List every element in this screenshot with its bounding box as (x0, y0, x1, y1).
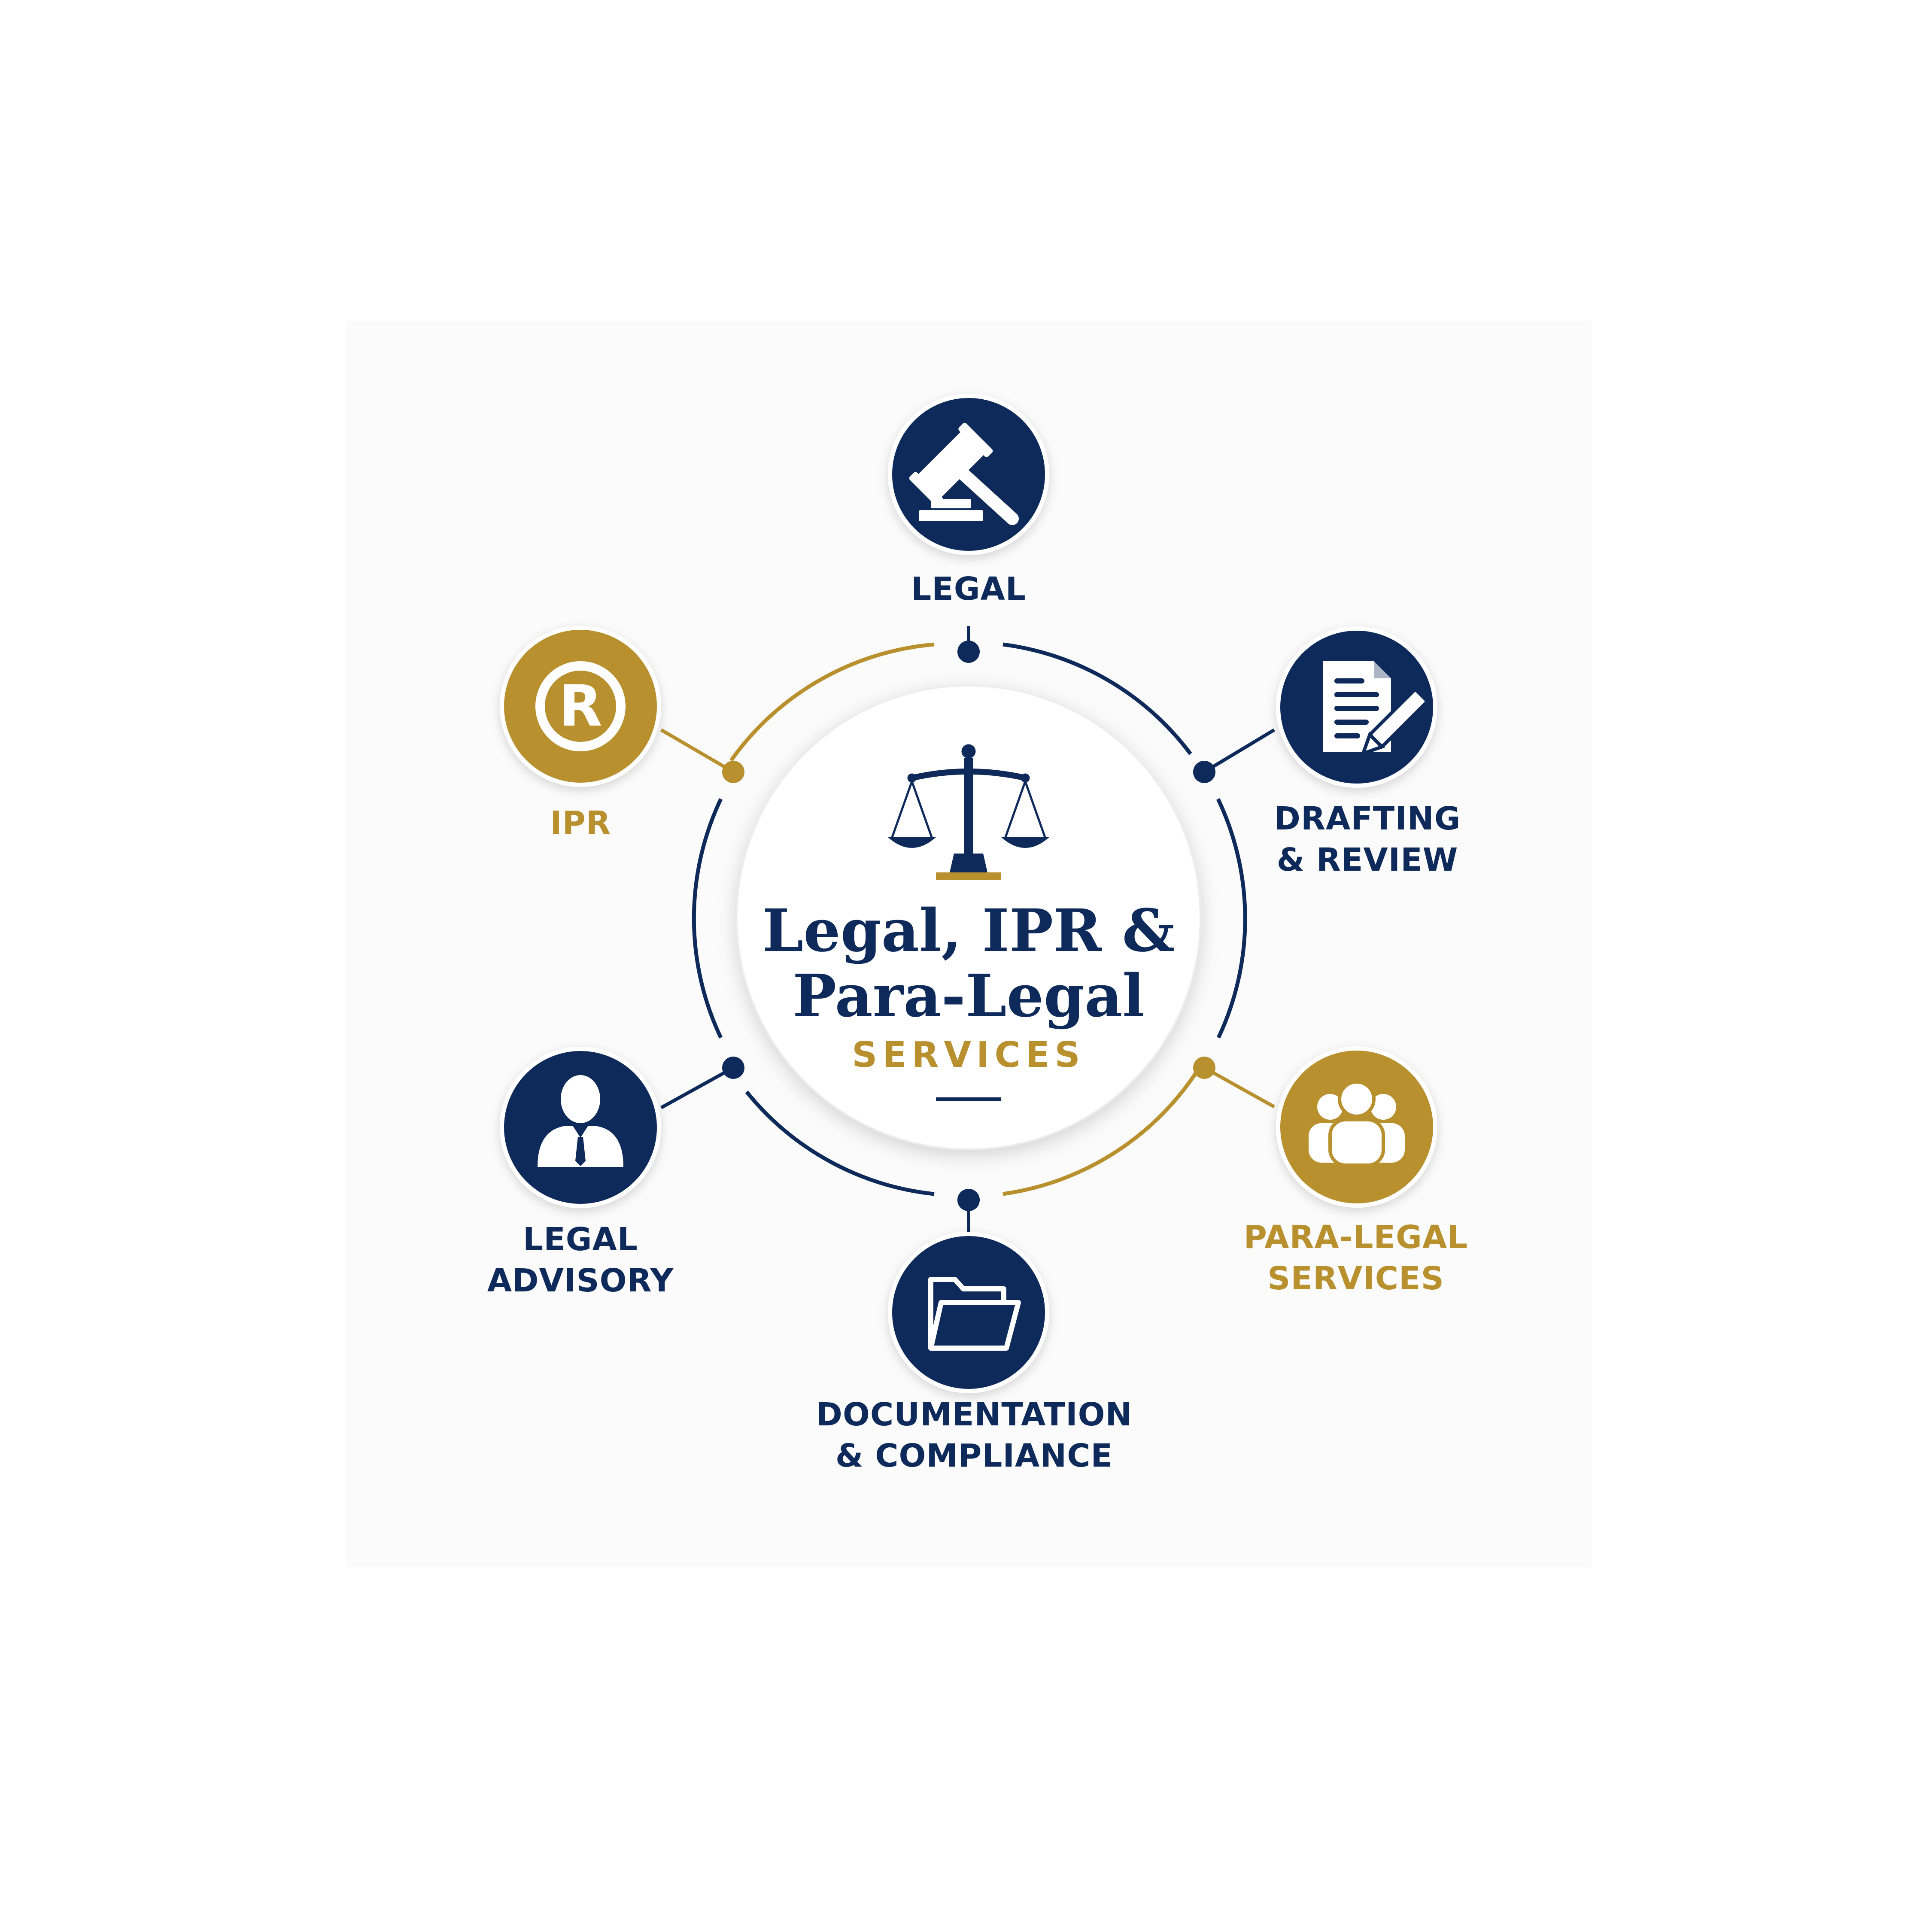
outer-ring (692, 642, 1247, 1196)
hub-title-line-2: Para-Legal (793, 962, 1145, 1030)
drafting-review-label: DRAFTING & REVIEW (1274, 800, 1461, 878)
para-legal-node[interactable] (1276, 1046, 1437, 1208)
ring-arc-bottom-left (745, 1091, 935, 1196)
legal-label: LEGAL (911, 571, 1026, 608)
central-hub (736, 685, 1201, 1150)
junction-dot-advisory (722, 1057, 744, 1079)
hub-circle (736, 685, 1201, 1150)
ring-arc-top-right (1002, 642, 1192, 755)
connector-para-legal (1203, 1066, 1275, 1109)
junction-dot-ipr (722, 761, 744, 783)
scales-of-justice-icon (888, 744, 1049, 880)
legal-advisory-node[interactable] (500, 1047, 661, 1208)
connector-ipr (660, 728, 735, 774)
connectors (660, 626, 1276, 1233)
junction-dot-drafting (1193, 761, 1215, 783)
ring-arc-left (692, 798, 723, 1039)
documentation-icon-circle (888, 1232, 1049, 1393)
ring-arc-bottom-right (1002, 1066, 1201, 1196)
person-icon (538, 1075, 623, 1167)
connector-advisory (660, 1066, 734, 1109)
ipr-label: IPR (550, 805, 611, 841)
connector-drafting (1203, 728, 1276, 774)
legal-advisory-label: LEGAL ADVISORY (487, 1221, 674, 1299)
junction-dots (722, 641, 1215, 1211)
ring-arc-right (1216, 798, 1247, 1039)
drafting-review-node[interactable] (1276, 626, 1437, 788)
hub-title-line-1: Legal, IPR & (762, 896, 1175, 965)
para-legal-label: PARA-LEGAL SERVICES (1243, 1219, 1468, 1297)
ipr-node[interactable]: R (500, 626, 661, 787)
junction-dot-para-legal (1193, 1057, 1215, 1079)
hub-subtitle: SERVICES (852, 1035, 1085, 1075)
legal-node[interactable] (888, 394, 1049, 555)
documentation-compliance-label: DOCUMENTATION & COMPLIANCE (816, 1396, 1133, 1474)
ring-arc-top-left (729, 642, 935, 762)
documentation-compliance-node[interactable] (888, 1232, 1049, 1393)
group-icon (1309, 1080, 1405, 1167)
document-pen-icon (1323, 661, 1428, 756)
junction-dot-legal (957, 641, 980, 663)
gavel-icon (909, 422, 1019, 525)
svg-text:R: R (559, 673, 602, 739)
junction-dot-documentation (957, 1189, 980, 1211)
ipr-icon-circle (500, 626, 661, 787)
folder-icon (928, 1277, 1021, 1351)
registered-trademark-icon: R (535, 661, 626, 751)
